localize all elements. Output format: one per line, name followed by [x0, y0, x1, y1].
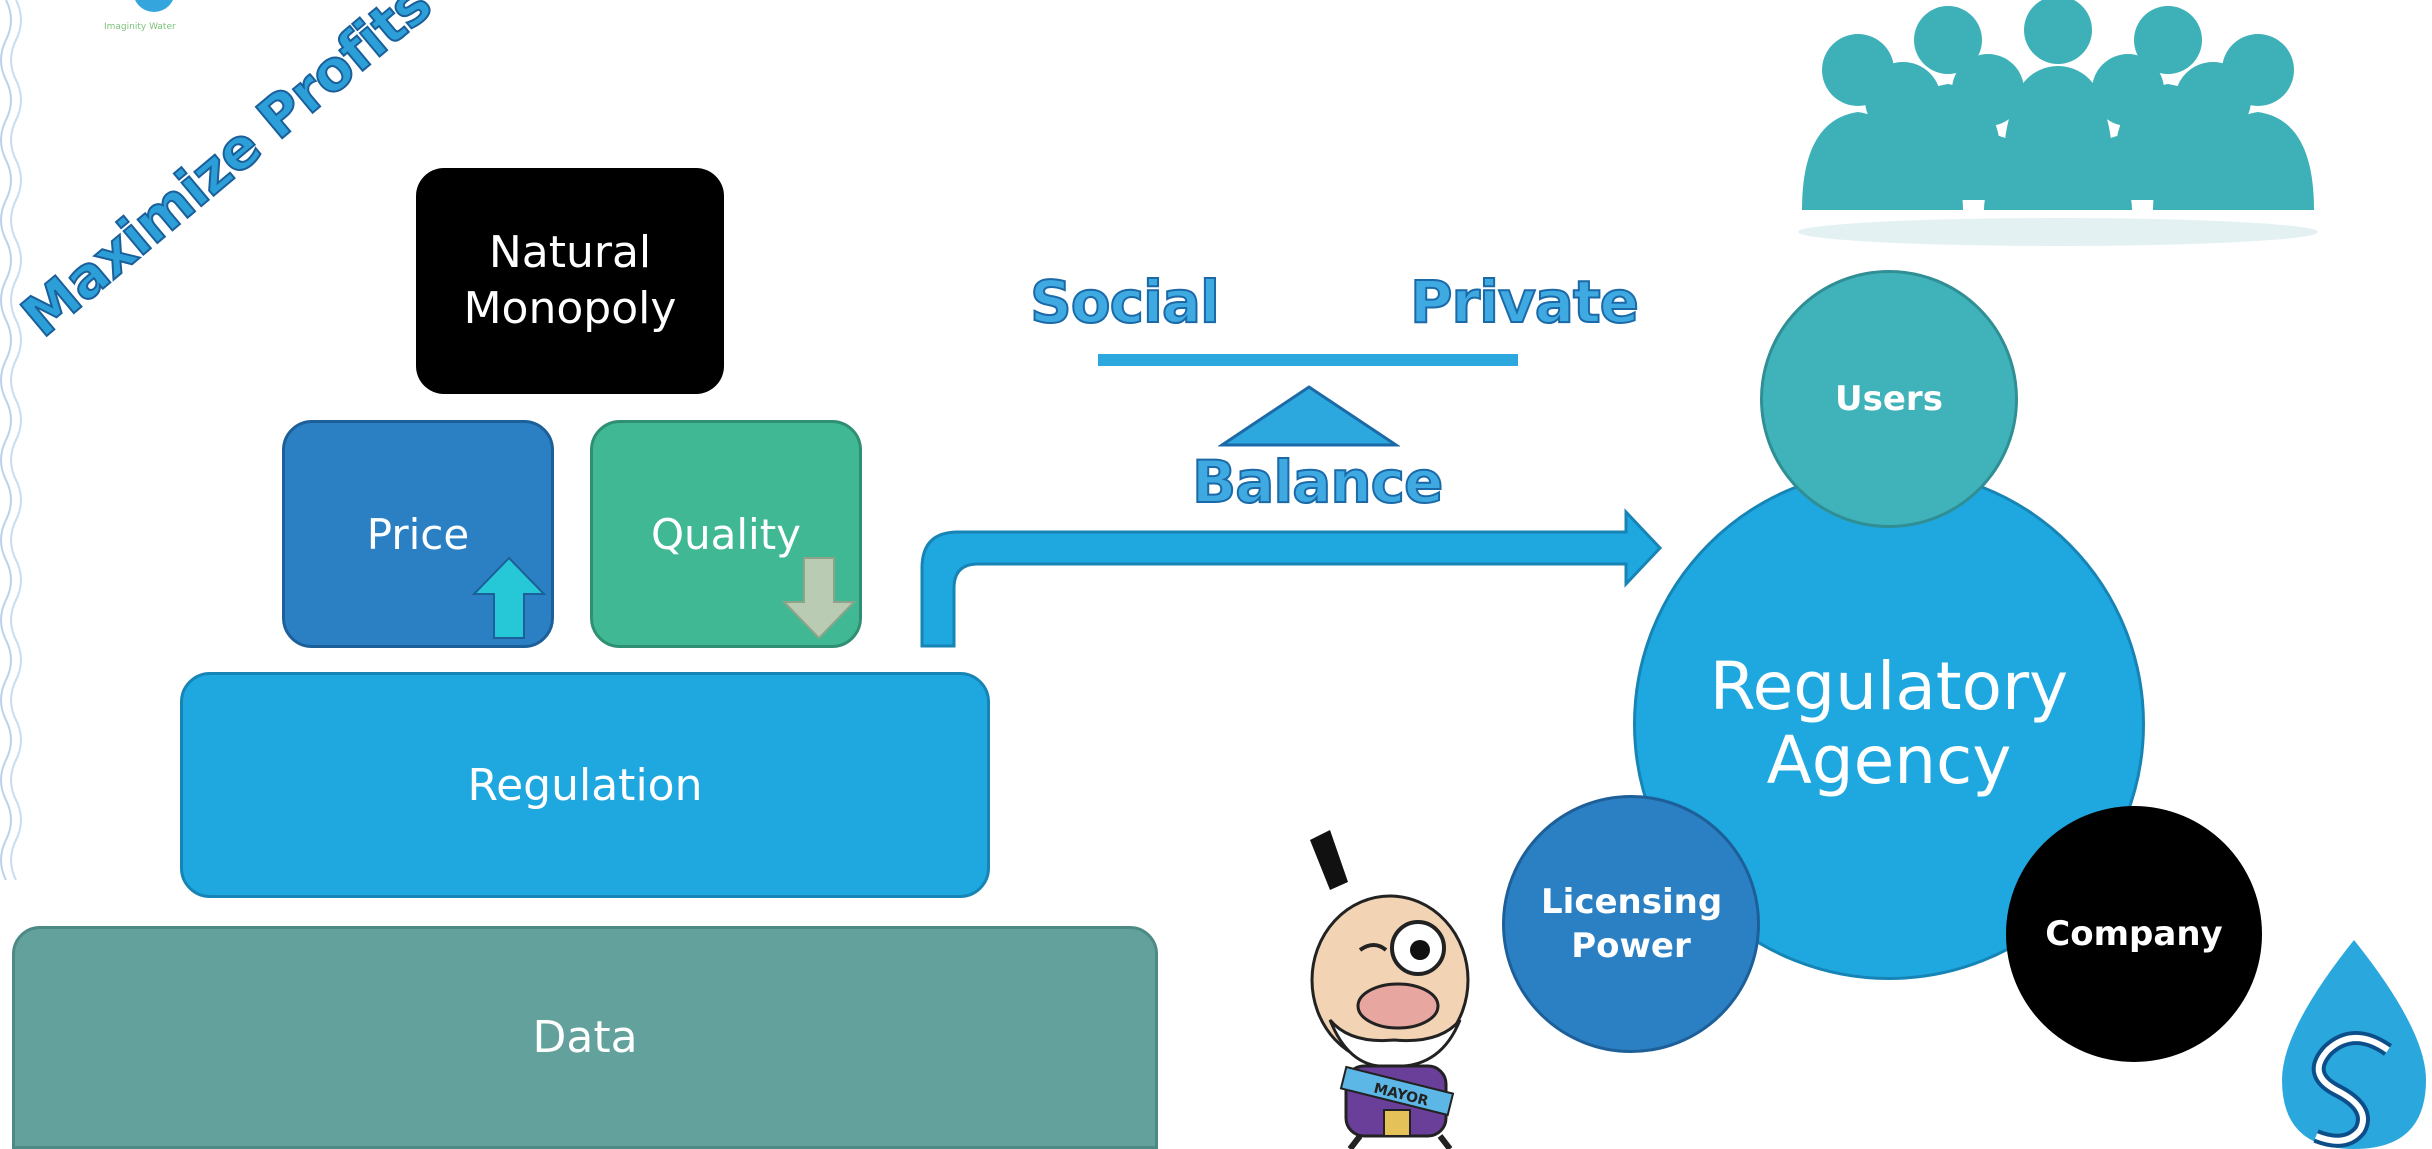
balance-fulcrum [1218, 385, 1400, 447]
natural-monopoly-block: Natural Monopoly [416, 168, 724, 394]
social-label: Social [1029, 267, 1221, 337]
company-logo: Imaginity Water [98, 0, 188, 46]
water-drop-logo-icon [2282, 940, 2426, 1149]
natural-monopoly-label: Natural Monopoly [463, 227, 677, 334]
water-drop-icon [133, 0, 175, 12]
users-label: Users [1835, 379, 1943, 419]
private-label: Private [1409, 267, 1640, 337]
company-circle: Company [2006, 806, 2262, 1062]
regulation-block: Regulation [180, 672, 990, 898]
licensing-power-label: Licensing Power [1541, 882, 1723, 966]
price-label: Price [366, 509, 470, 559]
users-circle: Users [1760, 270, 2018, 528]
price-block: Price [282, 420, 554, 648]
regulatory-agency-label: Regulatory Agency [1709, 648, 2069, 799]
mayor-mascot-illustration: MAYOR [1310, 830, 1470, 1149]
quality-label: Quality [650, 509, 802, 559]
arrow-up-icon [472, 556, 546, 639]
company-label: Company [2045, 914, 2223, 954]
licensing-power-circle: Licensing Power [1502, 795, 1760, 1053]
balance-beam [1098, 354, 1518, 366]
data-block: Data [12, 926, 1158, 1149]
regulation-label: Regulation [467, 759, 703, 811]
logo-tagline: Imaginity Water [104, 22, 176, 32]
arrow-down-icon [782, 557, 856, 640]
decorative-wave-border [0, 0, 22, 880]
bent-arrow [920, 508, 1663, 648]
people-group-icon [1798, 0, 2318, 246]
maximize-profits-title: Maximize Profits [9, 0, 444, 351]
balance-label: Balance [1191, 447, 1444, 517]
data-label: Data [532, 1012, 638, 1063]
